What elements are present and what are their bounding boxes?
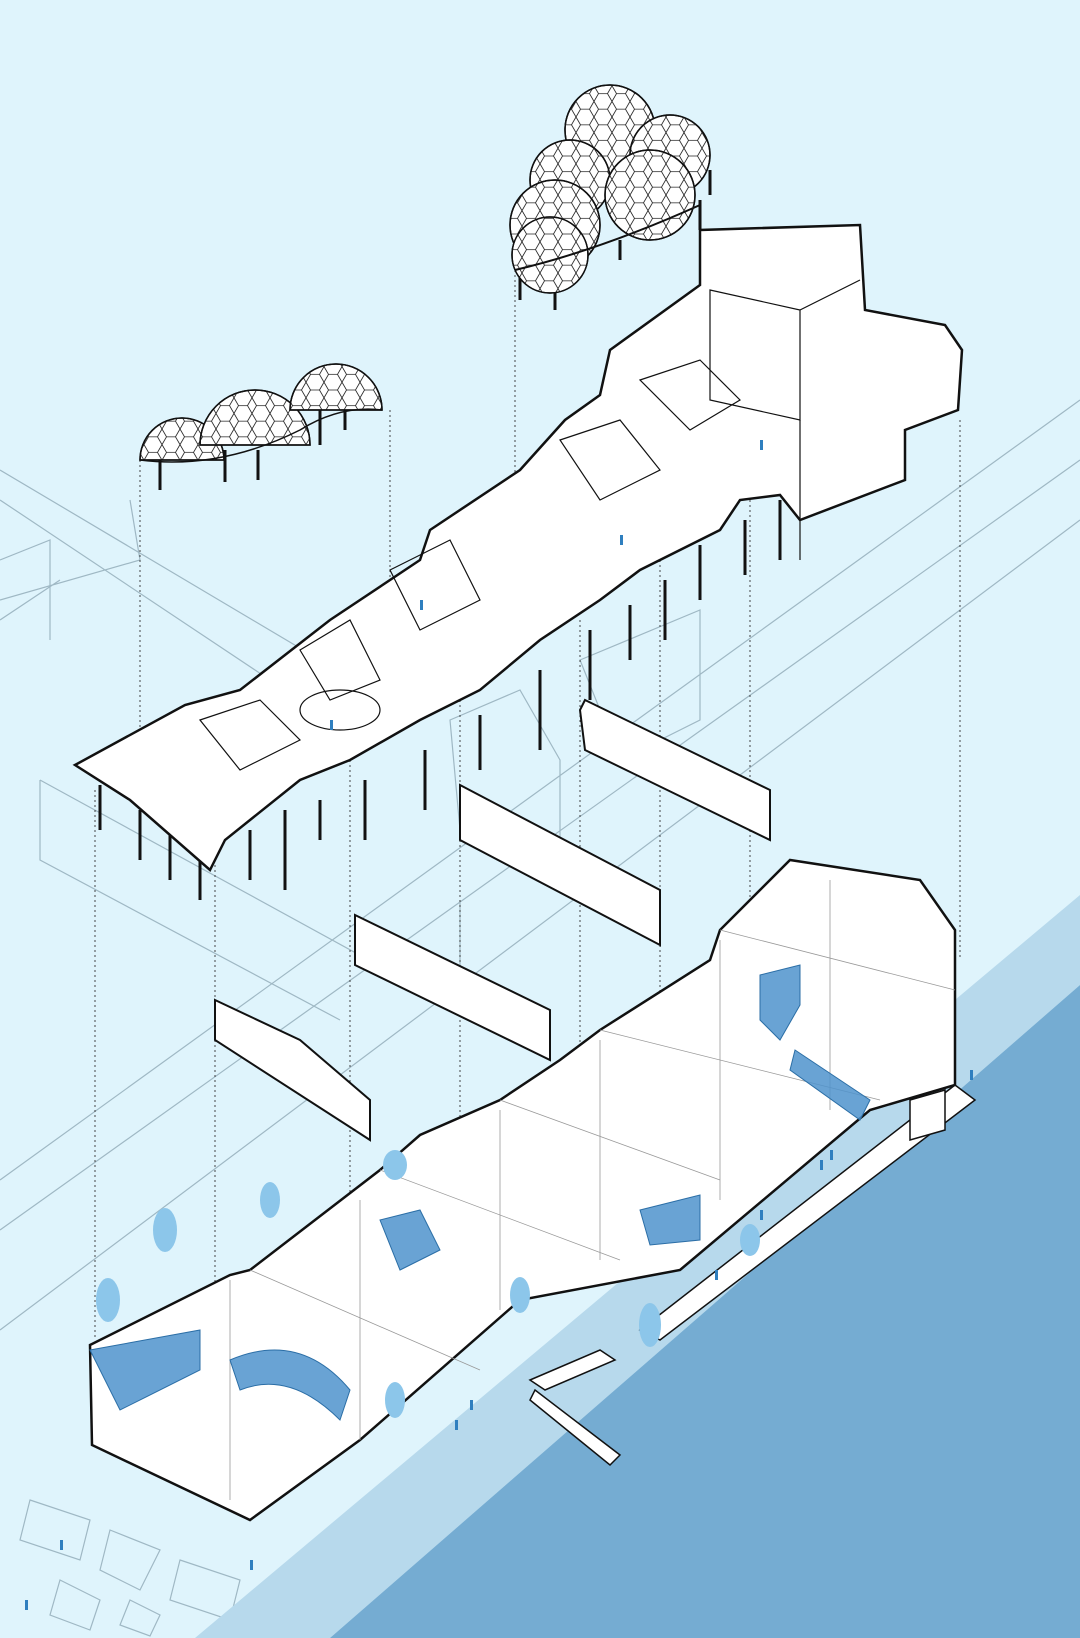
ramp-1	[578, 698, 771, 842]
building-grid	[229, 880, 956, 1500]
waterfront-pavilions	[528, 1089, 946, 1467]
roof-deck	[72, 223, 964, 873]
ramp-2	[459, 783, 661, 947]
blue-stair-ribbons	[89, 964, 871, 1421]
ramp-modules	[214, 698, 771, 1142]
people-figures	[25, 440, 973, 1610]
roof-tower	[198, 279, 861, 771]
ramp-4	[214, 998, 371, 1142]
dome-cluster-right	[509, 84, 712, 310]
roof-deck-columns	[98, 500, 782, 900]
ramp-3	[354, 913, 551, 1062]
dome-cluster-left	[139, 363, 383, 490]
trees	[96, 1150, 760, 1418]
